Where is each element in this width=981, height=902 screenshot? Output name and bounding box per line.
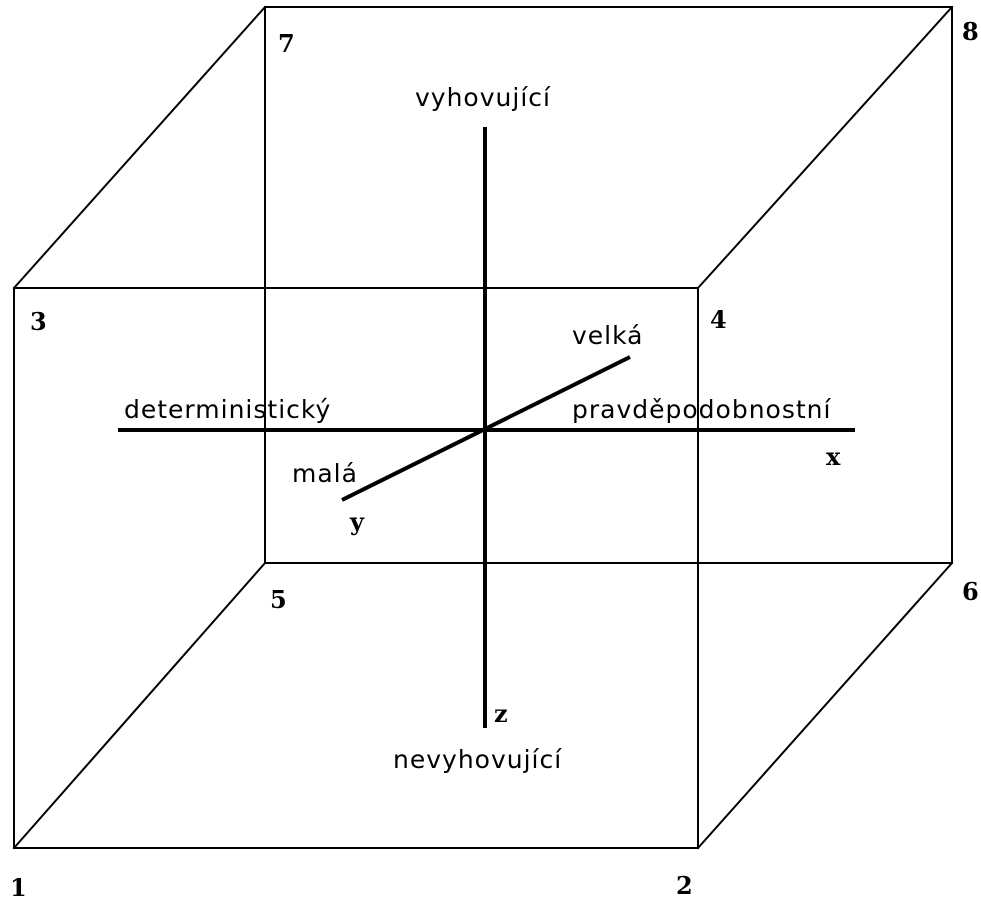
- z-positive-label: vyhovující: [415, 83, 551, 112]
- y-positive-label: velká: [572, 321, 643, 350]
- vertex-label-7: 7: [278, 29, 295, 58]
- y-axis-name: y: [349, 507, 365, 536]
- vertex-label-5: 5: [270, 585, 287, 614]
- x-positive-label: pravděpodobnostní: [572, 395, 832, 424]
- cube-edges: [12, 5, 954, 850]
- vertex-label-3: 3: [30, 307, 47, 336]
- z-negative-label: nevyhovující: [393, 745, 562, 774]
- y-negative-label: malá: [292, 459, 358, 488]
- edge-3-7: [12, 5, 267, 290]
- edge-4-8: [696, 5, 954, 290]
- vertex-label-2: 2: [676, 871, 693, 900]
- axis-names: x y z: [349, 442, 841, 728]
- edge-2-6: [696, 561, 954, 850]
- vertex-label-4: 4: [710, 305, 727, 334]
- z-axis-name: z: [494, 699, 508, 728]
- vertex-label-8: 8: [962, 17, 979, 46]
- y-axis-line: [341, 355, 631, 502]
- vertex-label-6: 6: [962, 577, 979, 606]
- vertex-label-1: 1: [10, 873, 27, 902]
- vertex-labels: 1 2 3 4 5 6 7 8: [10, 17, 979, 902]
- x-axis-name: x: [826, 442, 841, 471]
- axes: [118, 127, 855, 728]
- x-negative-label: deterministický: [124, 395, 331, 424]
- axis-end-labels: vyhovující nevyhovující deterministický …: [124, 83, 832, 774]
- edge-1-5: [12, 561, 267, 850]
